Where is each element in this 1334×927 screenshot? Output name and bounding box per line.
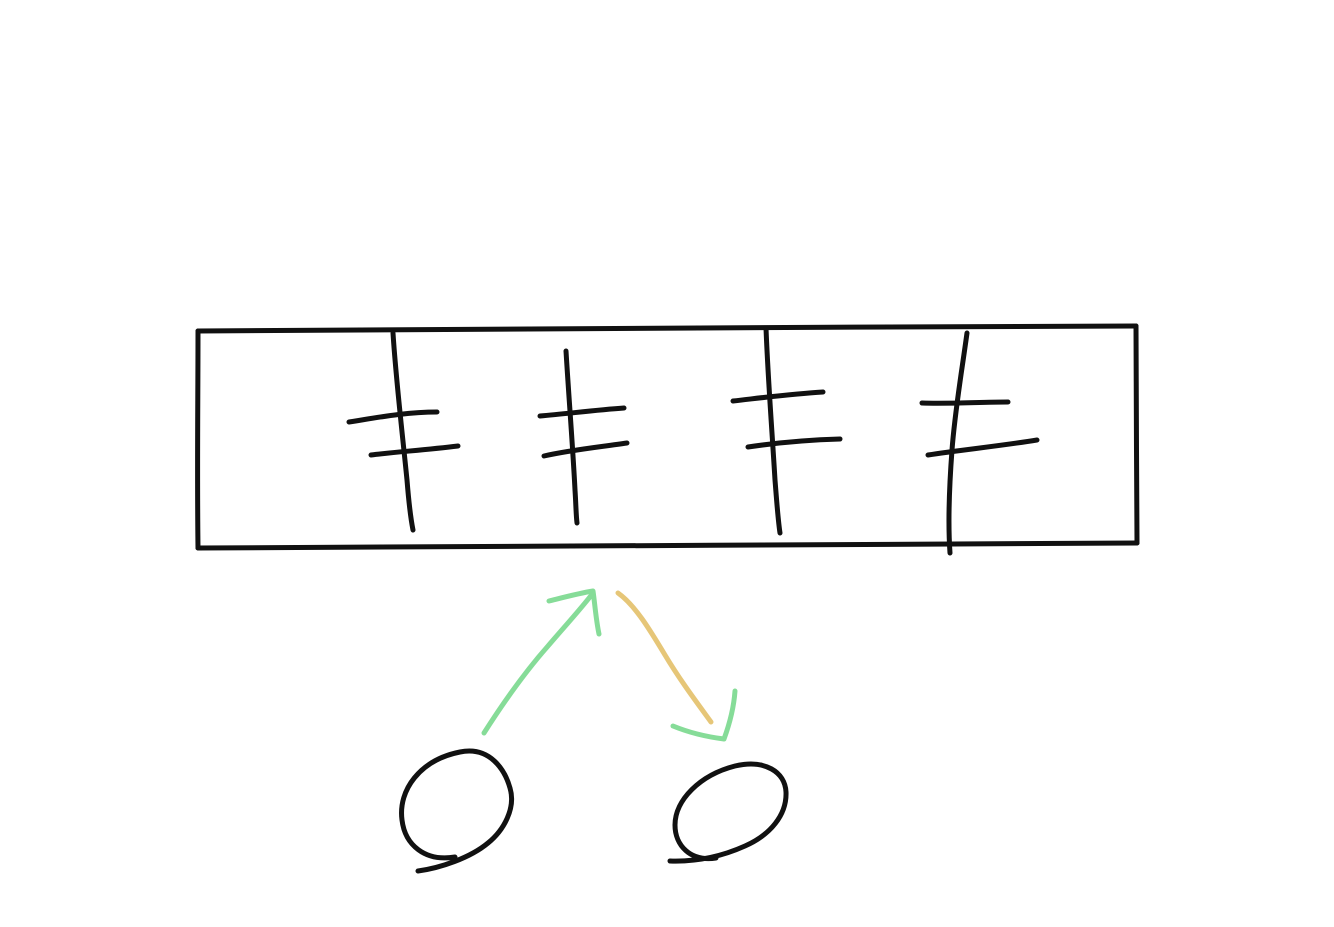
- arrow-1-shaft: [481, 590, 596, 736]
- glyph-2-crossbar-bottom: [541, 440, 630, 459]
- glyph-4-crossbar-top: [919, 399, 1011, 406]
- glyph-1-crossbar-bottom: [368, 443, 461, 458]
- glyph-1: [346, 330, 461, 533]
- arrow-1-head: [546, 588, 602, 637]
- rect-right-edge: [1133, 323, 1140, 546]
- right-circle-node: [667, 761, 789, 864]
- right-circle-outline: [667, 761, 789, 864]
- glyph-4: [919, 330, 1040, 556]
- glyph-2-stem: [563, 348, 580, 526]
- glyph-4-crossbar-bottom: [925, 437, 1040, 458]
- left-circle-node: [399, 748, 514, 874]
- glyph-2-crossbar-top: [537, 405, 627, 419]
- glyph-3-crossbar-bottom: [745, 436, 843, 450]
- glyph-3-stem: [763, 325, 783, 536]
- glyph-1-crossbar-top: [346, 409, 440, 425]
- left-circle-outline: [399, 748, 514, 874]
- rect-top-edge: [195, 323, 1139, 334]
- glyph-3-crossbar-top: [730, 389, 826, 404]
- rect-bottom-edge: [195, 540, 1140, 551]
- glyph-3: [730, 325, 843, 536]
- glyph-1-stem: [390, 330, 416, 533]
- arrow-left-to-container: [481, 588, 602, 736]
- arrow-2-head: [670, 688, 738, 742]
- glyph-4-stem: [946, 330, 970, 556]
- container-rectangle: [195, 323, 1140, 551]
- arrow-2-shaft: [615, 590, 714, 725]
- arrow-container-to-right: [615, 590, 738, 742]
- glyph-2: [537, 348, 630, 526]
